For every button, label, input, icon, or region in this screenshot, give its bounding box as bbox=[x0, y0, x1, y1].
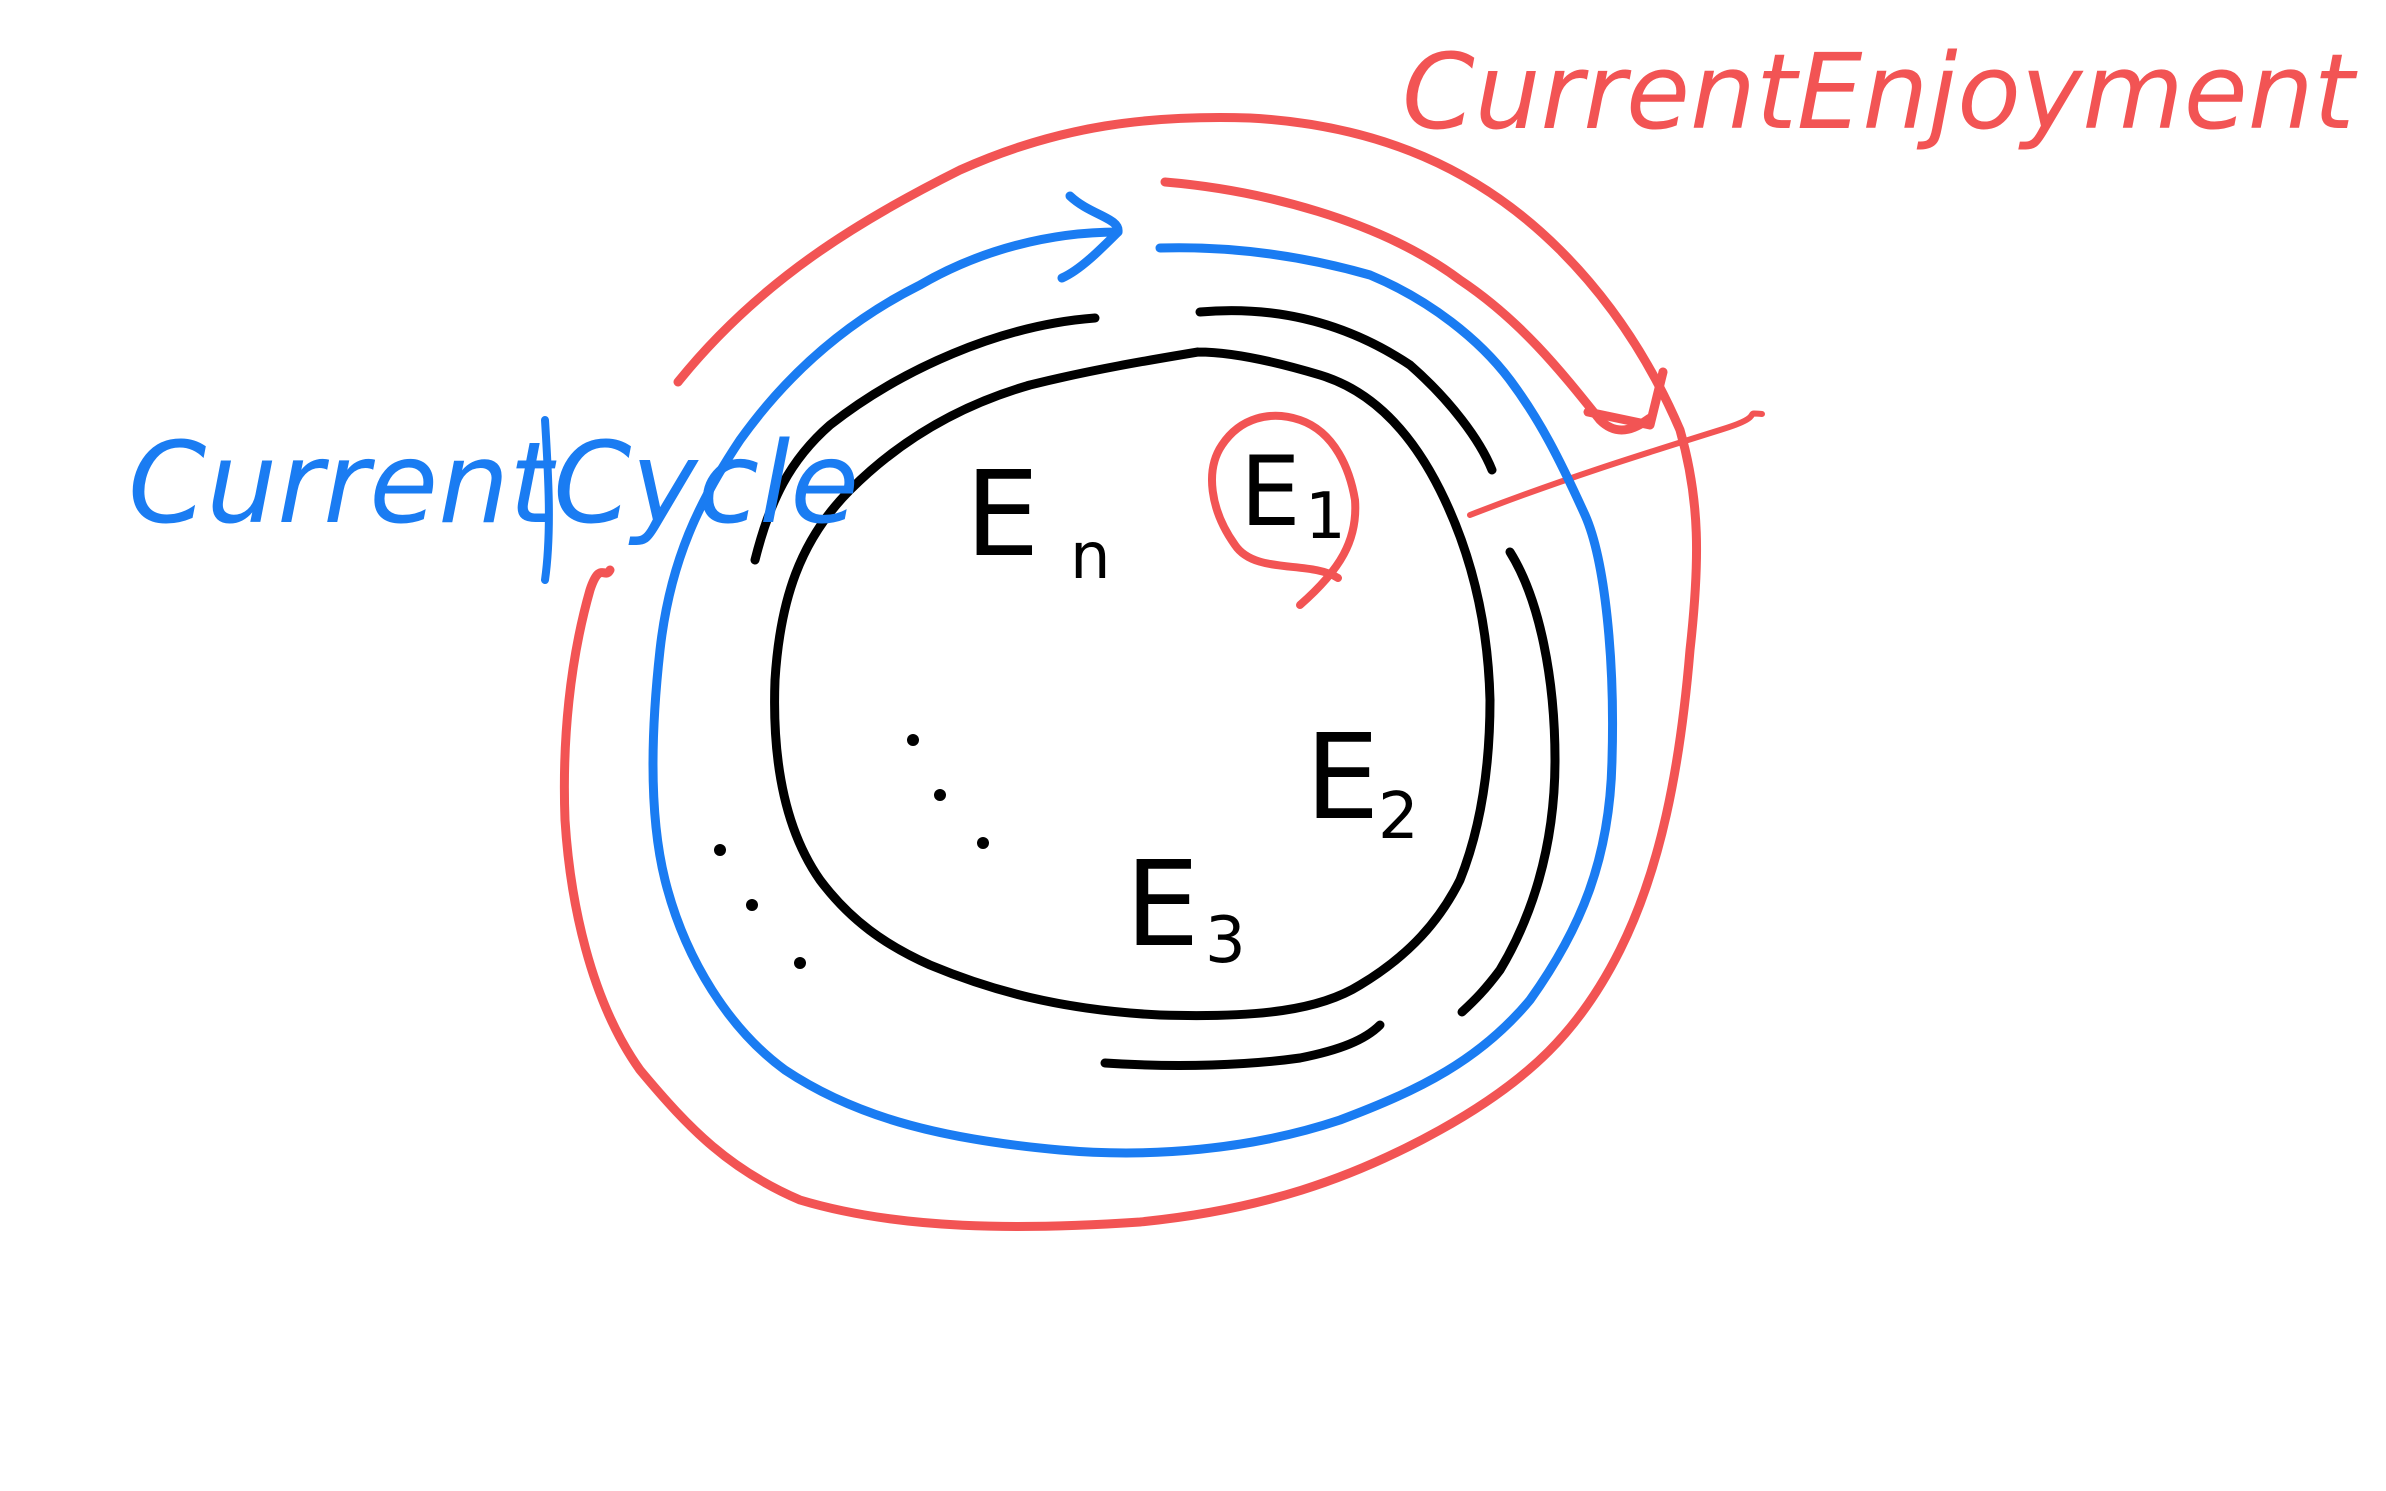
current-enjoyment-label: CurrentEnjoyment bbox=[1402, 31, 2358, 153]
enjoyment-ring bbox=[559, 113, 1702, 1231]
buffer-outer-arc-top bbox=[750, 313, 1100, 565]
ellipsis-dot bbox=[794, 957, 806, 969]
element-en: E n bbox=[965, 445, 1111, 594]
ellipsis-dot bbox=[714, 844, 726, 856]
ellipsis-dot bbox=[746, 899, 758, 911]
enjoyment-arrowhead bbox=[1583, 367, 1668, 430]
current-cycle-label: CurrentCycle bbox=[128, 419, 859, 549]
element-e1-sub: 1 bbox=[1305, 480, 1346, 554]
buffer-outer-arc-right bbox=[1195, 306, 1497, 475]
element-e2-base: E bbox=[1305, 708, 1380, 846]
ellipsis-dot bbox=[907, 734, 919, 746]
element-e2-sub: 2 bbox=[1378, 780, 1419, 854]
element-e3-sub: 3 bbox=[1205, 904, 1246, 978]
enjoyment-pointer-line bbox=[1467, 410, 1765, 518]
ellipsis-dot bbox=[977, 837, 989, 849]
e1-highlight-circle bbox=[1208, 411, 1360, 609]
buffer-outer-arc-right-lower bbox=[1457, 547, 1560, 1017]
element-en-sub: n bbox=[1070, 520, 1111, 594]
ellipsis-dots bbox=[714, 734, 989, 969]
element-e1: E 1 bbox=[1240, 436, 1346, 554]
enjoyment-inner-arc bbox=[1160, 177, 1655, 435]
element-e1-base: E bbox=[1240, 436, 1301, 548]
cycle-ring bbox=[648, 227, 1618, 1158]
ellipsis-dot bbox=[934, 789, 946, 801]
element-e2: E 2 bbox=[1305, 708, 1419, 854]
current-cycle-label-underline-y bbox=[541, 416, 553, 584]
element-en-base: E bbox=[965, 445, 1040, 583]
element-e3: E 3 bbox=[1125, 835, 1246, 978]
buffer-circle bbox=[770, 347, 1495, 1021]
cycle-arrowhead bbox=[1057, 191, 1123, 283]
buffer-outer-arc-bottom bbox=[1100, 1020, 1385, 1070]
element-e3-base: E bbox=[1125, 835, 1200, 973]
